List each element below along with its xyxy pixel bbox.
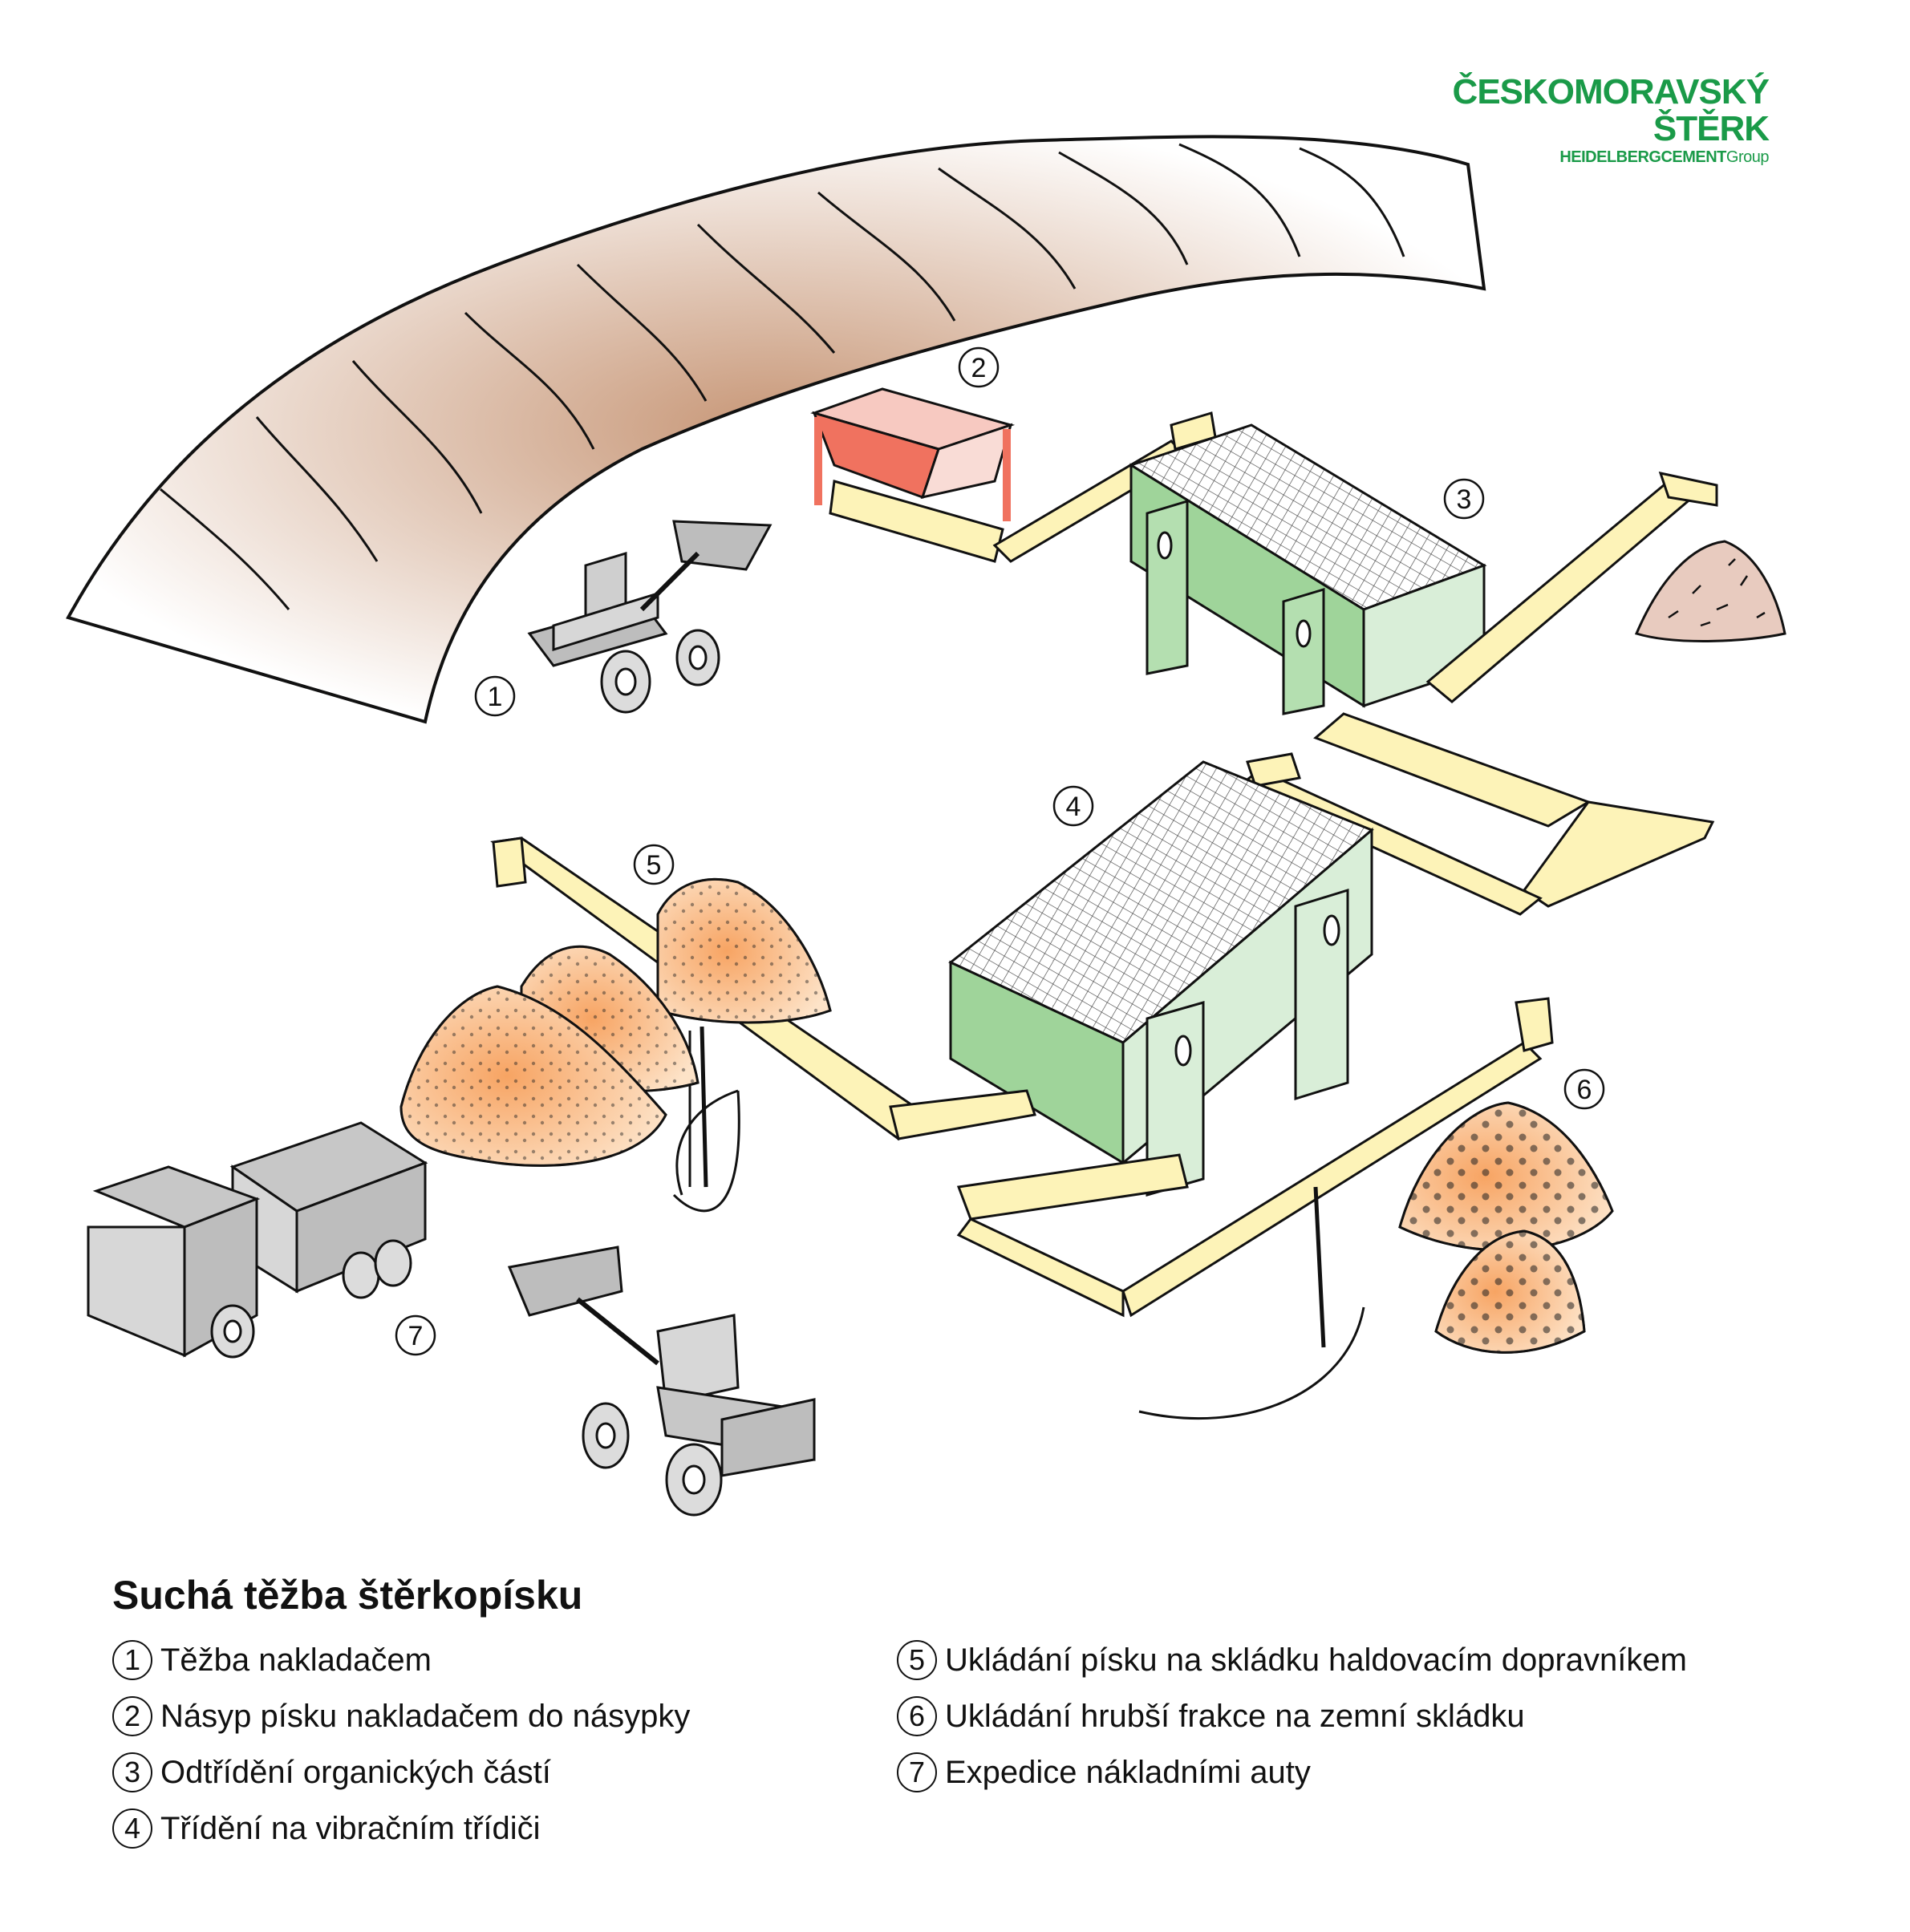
wheel-loader-1: [527, 520, 773, 714]
quarry-hillside: [66, 135, 1486, 724]
marker-7: 7: [395, 1314, 436, 1356]
legend-number: 2: [112, 1696, 152, 1736]
legend-text: Ukládání hrubší frakce na zemní skládku: [945, 1698, 1525, 1734]
legend-number: 6: [897, 1696, 937, 1736]
legend-number: 3: [112, 1752, 152, 1792]
svg-text:5: 5: [647, 850, 662, 881]
legend-text: Těžba nakladačem: [160, 1642, 432, 1678]
legend-text: Expedice nákladními auty: [945, 1754, 1311, 1790]
step-markers: 1 2 3 4 5 6 7: [395, 346, 1605, 1356]
wheel-loader-2: [507, 1245, 816, 1517]
logo-line-3-bold: HEIDELBERGCEMENT: [1559, 148, 1726, 166]
svg-text:2: 2: [971, 353, 987, 383]
marker-3: 3: [1443, 478, 1485, 520]
svg-text:7: 7: [408, 1321, 424, 1351]
organic-pile: [1634, 540, 1786, 642]
dump-truck-7: [87, 1121, 428, 1359]
legend-number: 1: [112, 1640, 152, 1680]
vibrating-screen-4: [948, 760, 1374, 1197]
logo-line-3-rest: Group: [1725, 148, 1770, 166]
quarry-process-illustration: 1 2 3 4 5 6 7: [66, 135, 1786, 1517]
logo-line-2: ŠTĚRK: [1652, 109, 1770, 148]
marker-2: 2: [958, 346, 1000, 388]
svg-text:6: 6: [1577, 1075, 1592, 1105]
conveyor-to-organic-pile: [1425, 471, 1718, 703]
legend-text: Násyp písku nakladačem do násypky: [160, 1698, 691, 1734]
company-logo: ČESKOMORAVSKÝ ŠTĚRK HEIDELBERGCEMENTGrou…: [1452, 72, 1770, 167]
legend-title: Suchá těžba štěrkopísku: [112, 1573, 583, 1618]
marker-6: 6: [1563, 1068, 1605, 1110]
marker-5: 5: [633, 844, 675, 885]
svg-text:4: 4: [1066, 792, 1081, 822]
logo-line-3: HEIDELBERGCEMENTGroup: [1453, 148, 1769, 167]
hopper-2: [810, 387, 1016, 563]
legend-text: Třídění na vibračním třídiči: [160, 1810, 541, 1846]
logo-line-1: ČESKOMORAVSKÝ: [1452, 72, 1770, 111]
svg-text:3: 3: [1457, 484, 1472, 515]
organic-screen-3: [1128, 423, 1487, 715]
legend-number: 4: [112, 1808, 152, 1849]
marker-4: 4: [1052, 785, 1094, 827]
legend-number: 7: [897, 1752, 937, 1792]
legend-text: Ukládání písku na skládku haldovacím dop…: [945, 1642, 1687, 1678]
coarse-piles-6: [1398, 1101, 1614, 1354]
marker-1: 1: [474, 675, 516, 717]
svg-text:1: 1: [488, 682, 503, 712]
legend-text: Odtřídění organických částí: [160, 1754, 551, 1790]
sand-piles-5: [399, 877, 832, 1167]
legend-number: 5: [897, 1640, 937, 1680]
conveyor-6: [956, 997, 1554, 1420]
